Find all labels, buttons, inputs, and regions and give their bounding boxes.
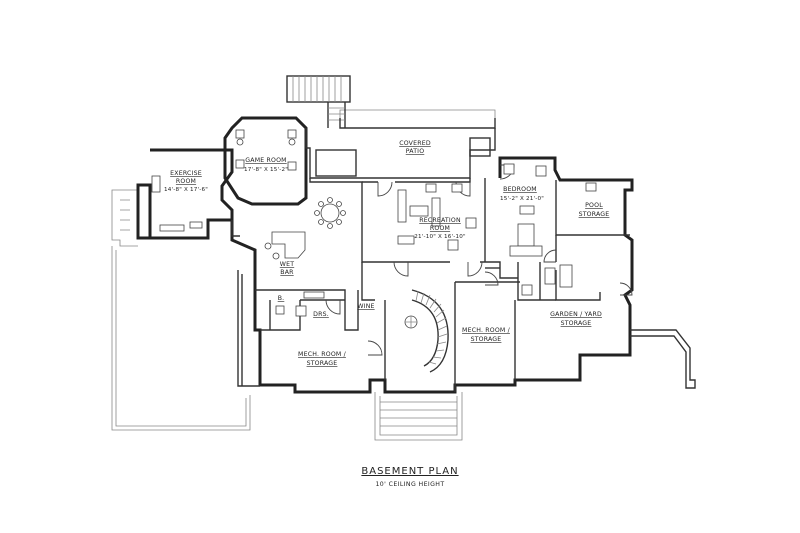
room-name-garden: GARDEN / YARD	[550, 311, 602, 318]
room-name-drs: DRS.	[313, 311, 329, 318]
room-dim-recreation: 21'-10" X 16'-10"	[414, 234, 466, 240]
room-name-patio: COVERED	[399, 140, 431, 147]
exterior-stair	[286, 75, 351, 128]
room-name-wine: WINE	[357, 303, 374, 310]
room-name-mech-center-2: STORAGE	[471, 336, 502, 343]
curved-stair	[404, 289, 449, 373]
furniture	[151, 129, 597, 317]
room-name-wetbar-2: BAR	[280, 269, 294, 276]
room-dim-bedroom: 15'-2" X 21'-0"	[500, 196, 544, 202]
plan-title: BASEMENT PLAN	[361, 466, 458, 477]
room-name-bedroom: BEDROOM	[503, 186, 537, 193]
room-name-game: GAME ROOM	[245, 157, 286, 164]
room-name-wetbar: WET	[280, 261, 294, 268]
room-name-mech-left-2: STORAGE	[307, 360, 338, 367]
room-name-patio-2: PATIO	[406, 148, 425, 155]
room-name-exercise-2: ROOM	[176, 178, 196, 185]
plan-subtitle: 10' CEILING HEIGHT	[375, 481, 444, 488]
room-name-exercise: EXERCISE	[170, 170, 202, 177]
room-name-mech-center: MECH. ROOM /	[462, 327, 511, 334]
room-name-garden-2: STORAGE	[561, 320, 592, 327]
room-dim-exercise: 14'-8" X 17'-6"	[164, 187, 208, 193]
room-name-recreation: RECREATION	[419, 217, 461, 224]
room-name-pool: POOL	[585, 202, 603, 209]
room-dim-game: 17'-8" X 15'-2"	[244, 167, 288, 173]
room-name-mech-left: MECH. ROOM /	[298, 351, 347, 358]
room-name-recreation-2: ROOM	[430, 225, 450, 232]
room-name-pool-2: STORAGE	[579, 211, 610, 218]
exterior-walls	[136, 116, 696, 394]
room-name-b: B.	[278, 295, 285, 302]
room-labels: EXERCISE ROOM 14'-8" X 17'-6" GAME ROOM …	[164, 140, 609, 367]
site-context-lines	[111, 109, 496, 441]
